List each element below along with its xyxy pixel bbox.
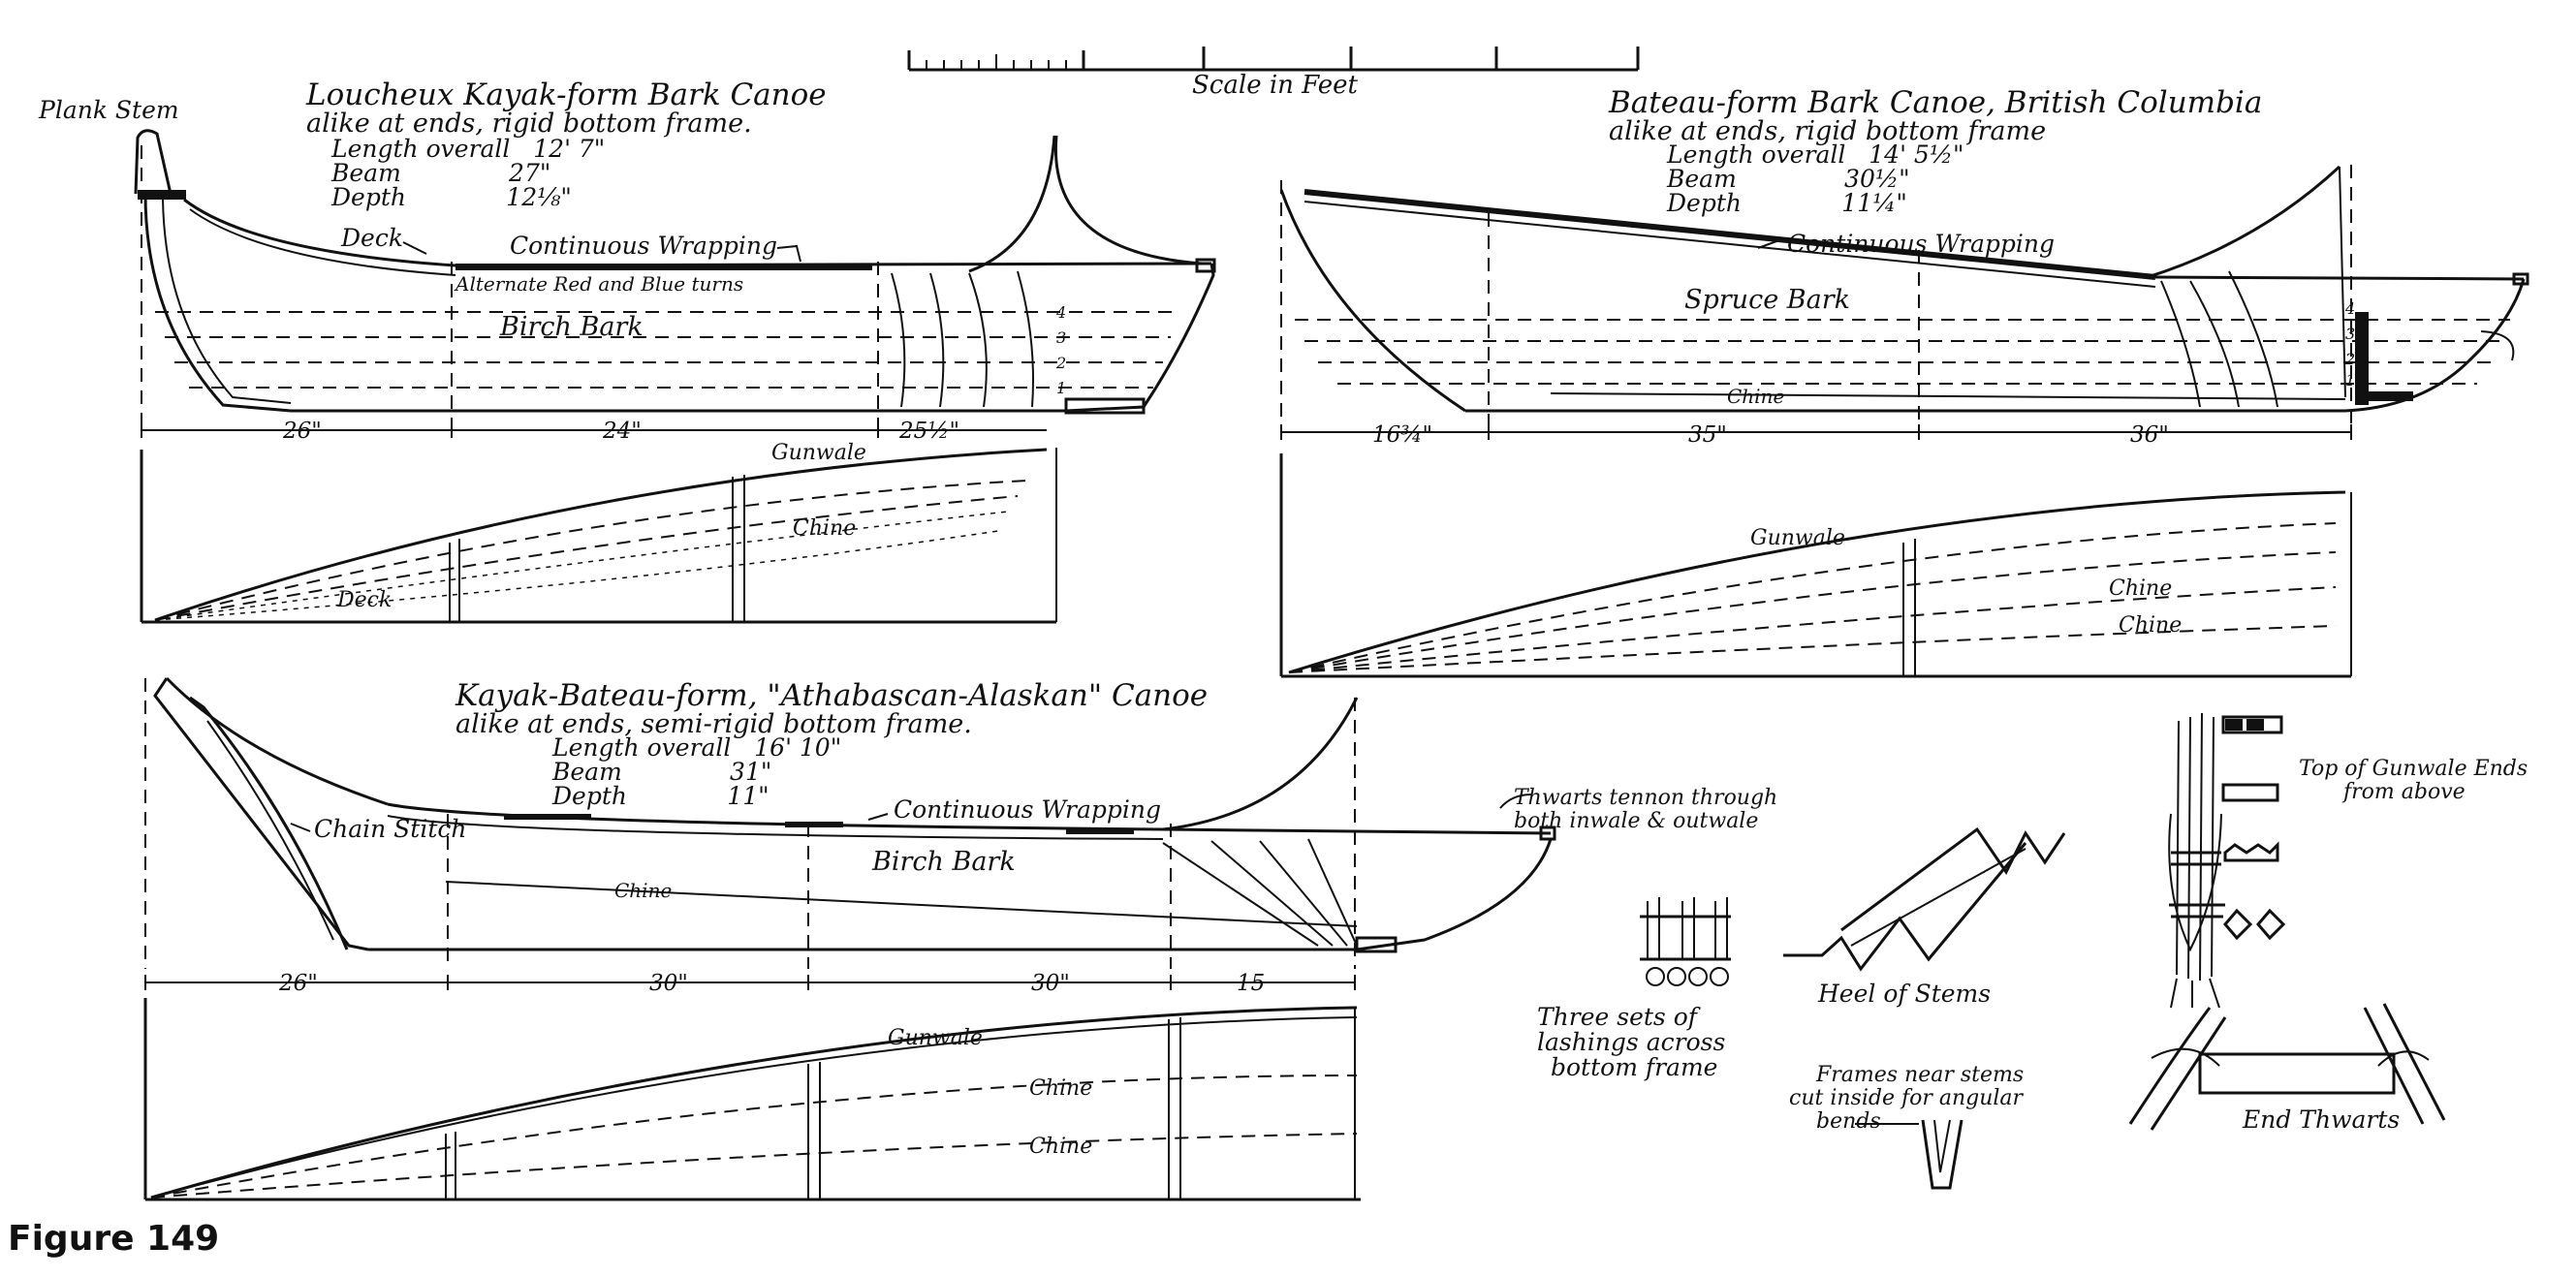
loucheux-bark-label: Birch Bark: [499, 312, 644, 342]
bateau-beam: Beam 30½": [1666, 165, 1910, 193]
athabascan-thwart-note-1: Thwarts tennon through: [1514, 786, 1777, 810]
bateau-title: Bateau-form Bark Canoe, British Columbia: [1608, 85, 2262, 120]
athabascan-thwart-note-2: both inwale & outwale: [1514, 809, 1758, 833]
loucheux-dim-1: 26": [282, 419, 322, 444]
loucheux-wrapping-label: Continuous Wrapping: [510, 232, 777, 260]
athabascan-depth: Depth 11": [551, 782, 770, 810]
lashings-note-3: bottom frame: [1551, 1053, 1717, 1081]
loucheux-wl-1: 1: [1056, 379, 1066, 397]
heel-of-stems-detail: Heel of Stems: [1783, 826, 2066, 1008]
bateau-wl-4: 4: [2344, 299, 2355, 318]
loucheux-plan-view: Gunwale Chine Deck: [140, 441, 1057, 624]
athabascan-chine-label: Chine: [614, 879, 672, 902]
loucheux-turns-label: Alternate Red and Blue turns: [454, 272, 743, 296]
athabascan-subtitle: alike at ends, semi-rigid bottom frame.: [456, 709, 972, 739]
loucheux-wl-3: 3: [1056, 328, 1066, 347]
bateau-chine-a-label: Chine: [2109, 576, 2172, 601]
frames-note-3: bends: [1816, 1109, 1881, 1134]
athabascan-dim-3: 30": [1031, 971, 1070, 996]
loucheux-canoe-title-block: Plank Stem Loucheux Kayak-form Bark Cano…: [38, 78, 827, 211]
gunwale-ends-note-1: Top of Gunwale Ends: [2299, 757, 2528, 781]
gunwale-ends-note-2: from above: [2341, 780, 2466, 804]
loucheux-depth: Depth 12⅛": [330, 183, 572, 211]
bateau-chine-b-label: Chine: [2119, 613, 2182, 638]
bateau-dim-1: 16¾": [1372, 422, 1432, 448]
bateau-length: Length overall 14' 5½": [1666, 140, 1964, 169]
athabascan-plan-view: Gunwale Chine Chine: [143, 998, 1361, 1201]
athabascan-wrapping-label: Continuous Wrapping: [894, 795, 1161, 824]
athabascan-chain-stitch-label: Chain Stitch: [314, 815, 467, 843]
athabascan-beam: Beam 31": [551, 758, 771, 786]
loucheux-beam: Beam 27": [330, 159, 550, 187]
athabascan-title: Kayak-Bateau-form, "Athabascan-Alaskan" …: [455, 678, 1208, 713]
heel-of-stems-label: Heel of Stems: [1817, 980, 1991, 1008]
athabascan-canoe-title-block: Kayak-Bateau-form, "Athabascan-Alaskan" …: [455, 678, 1208, 810]
end-thwarts-label: End Thwarts: [2242, 1106, 2400, 1134]
figure-label: Figure 149: [8, 1219, 220, 1259]
loucheux-dim-3: 25½": [898, 419, 959, 444]
lashings-note-2: lashings across: [1537, 1028, 1725, 1056]
athabascan-dim-4: 15: [1237, 971, 1265, 996]
scale-label: Scale in Feet: [1192, 71, 1359, 100]
athabascan-chine-a-label: Chine: [1029, 1076, 1092, 1101]
loucheux-deck-plan-label: Deck: [336, 588, 392, 612]
athabascan-dim-2: 30": [649, 971, 688, 996]
loucheux-length: Length overall 12' 7": [330, 135, 605, 163]
bateau-chine-label: Chine: [1727, 385, 1784, 408]
plank-stem-label: Plank Stem: [38, 96, 179, 124]
bateau-gunwale-label: Gunwale: [1750, 526, 1845, 550]
loucheux-deck-label: Deck: [340, 224, 403, 252]
frames-note-2: cut inside for angular: [1789, 1086, 2025, 1110]
bateau-dim-3: 36": [2130, 422, 2169, 448]
end-thwarts-detail: End Thwarts: [2128, 1003, 2446, 1134]
bateau-plan-view: Gunwale Chine Chine: [1279, 453, 2352, 678]
lashings-note-1: Three sets of: [1537, 1003, 1701, 1031]
loucheux-dim-2: 24": [602, 419, 642, 444]
bateau-wl-1: 1: [2345, 371, 2355, 389]
athabascan-dim-1: 26": [278, 971, 318, 996]
athabascan-profile-view: Chain Stitch Continuous Wrapping Birch B…: [144, 676, 1777, 996]
frames-note-detail: Frames near stems cut inside for angular…: [1789, 1063, 2025, 1190]
athabascan-bark-label: Birch Bark: [871, 847, 1016, 877]
scale-bar: Scale in Feet: [907, 47, 1640, 100]
loucheux-gunwale-label: Gunwale: [771, 441, 866, 465]
bateau-dim-2: 35": [1688, 422, 1727, 448]
loucheux-wl-2: 2: [1055, 354, 1066, 372]
athabascan-length: Length overall 16' 10": [551, 733, 841, 762]
bateau-wrapping-label: Continuous Wrapping: [1787, 230, 2055, 258]
bateau-bark-label: Spruce Bark: [1684, 285, 1850, 315]
lashings-detail: Three sets of lashings across bottom fra…: [1537, 897, 1731, 1081]
loucheux-chine-label: Chine: [793, 516, 856, 541]
bateau-wl-2: 2: [2344, 350, 2355, 368]
athabascan-gunwale-label: Gunwale: [888, 1026, 983, 1050]
bateau-depth: Depth 11¼": [1666, 189, 1907, 217]
loucheux-profile-view: 4 3 2 1 Deck Continuous Wrapping Alterna…: [134, 129, 1216, 444]
bateau-profile-view: 4 3 2 1 Continuous Wrapping Spruce Bark …: [1279, 165, 2529, 448]
loucheux-title: Loucheux Kayak-form Bark Canoe: [305, 78, 827, 112]
bateau-subtitle: alike at ends, rigid bottom frame: [1609, 116, 2046, 146]
loucheux-subtitle: alike at ends, rigid bottom frame.: [306, 109, 752, 139]
bateau-canoe-title-block: Bateau-form Bark Canoe, British Columbia…: [1608, 85, 2262, 217]
loucheux-wl-4: 4: [1055, 303, 1066, 322]
gunwale-ends-detail: Top of Gunwale Ends from above: [2221, 715, 2528, 941]
athabascan-chine-b-label: Chine: [1029, 1135, 1092, 1159]
gunwale-end-bundle-detail: [2168, 712, 2225, 1009]
frames-note-1: Frames near stems: [1815, 1063, 2024, 1087]
